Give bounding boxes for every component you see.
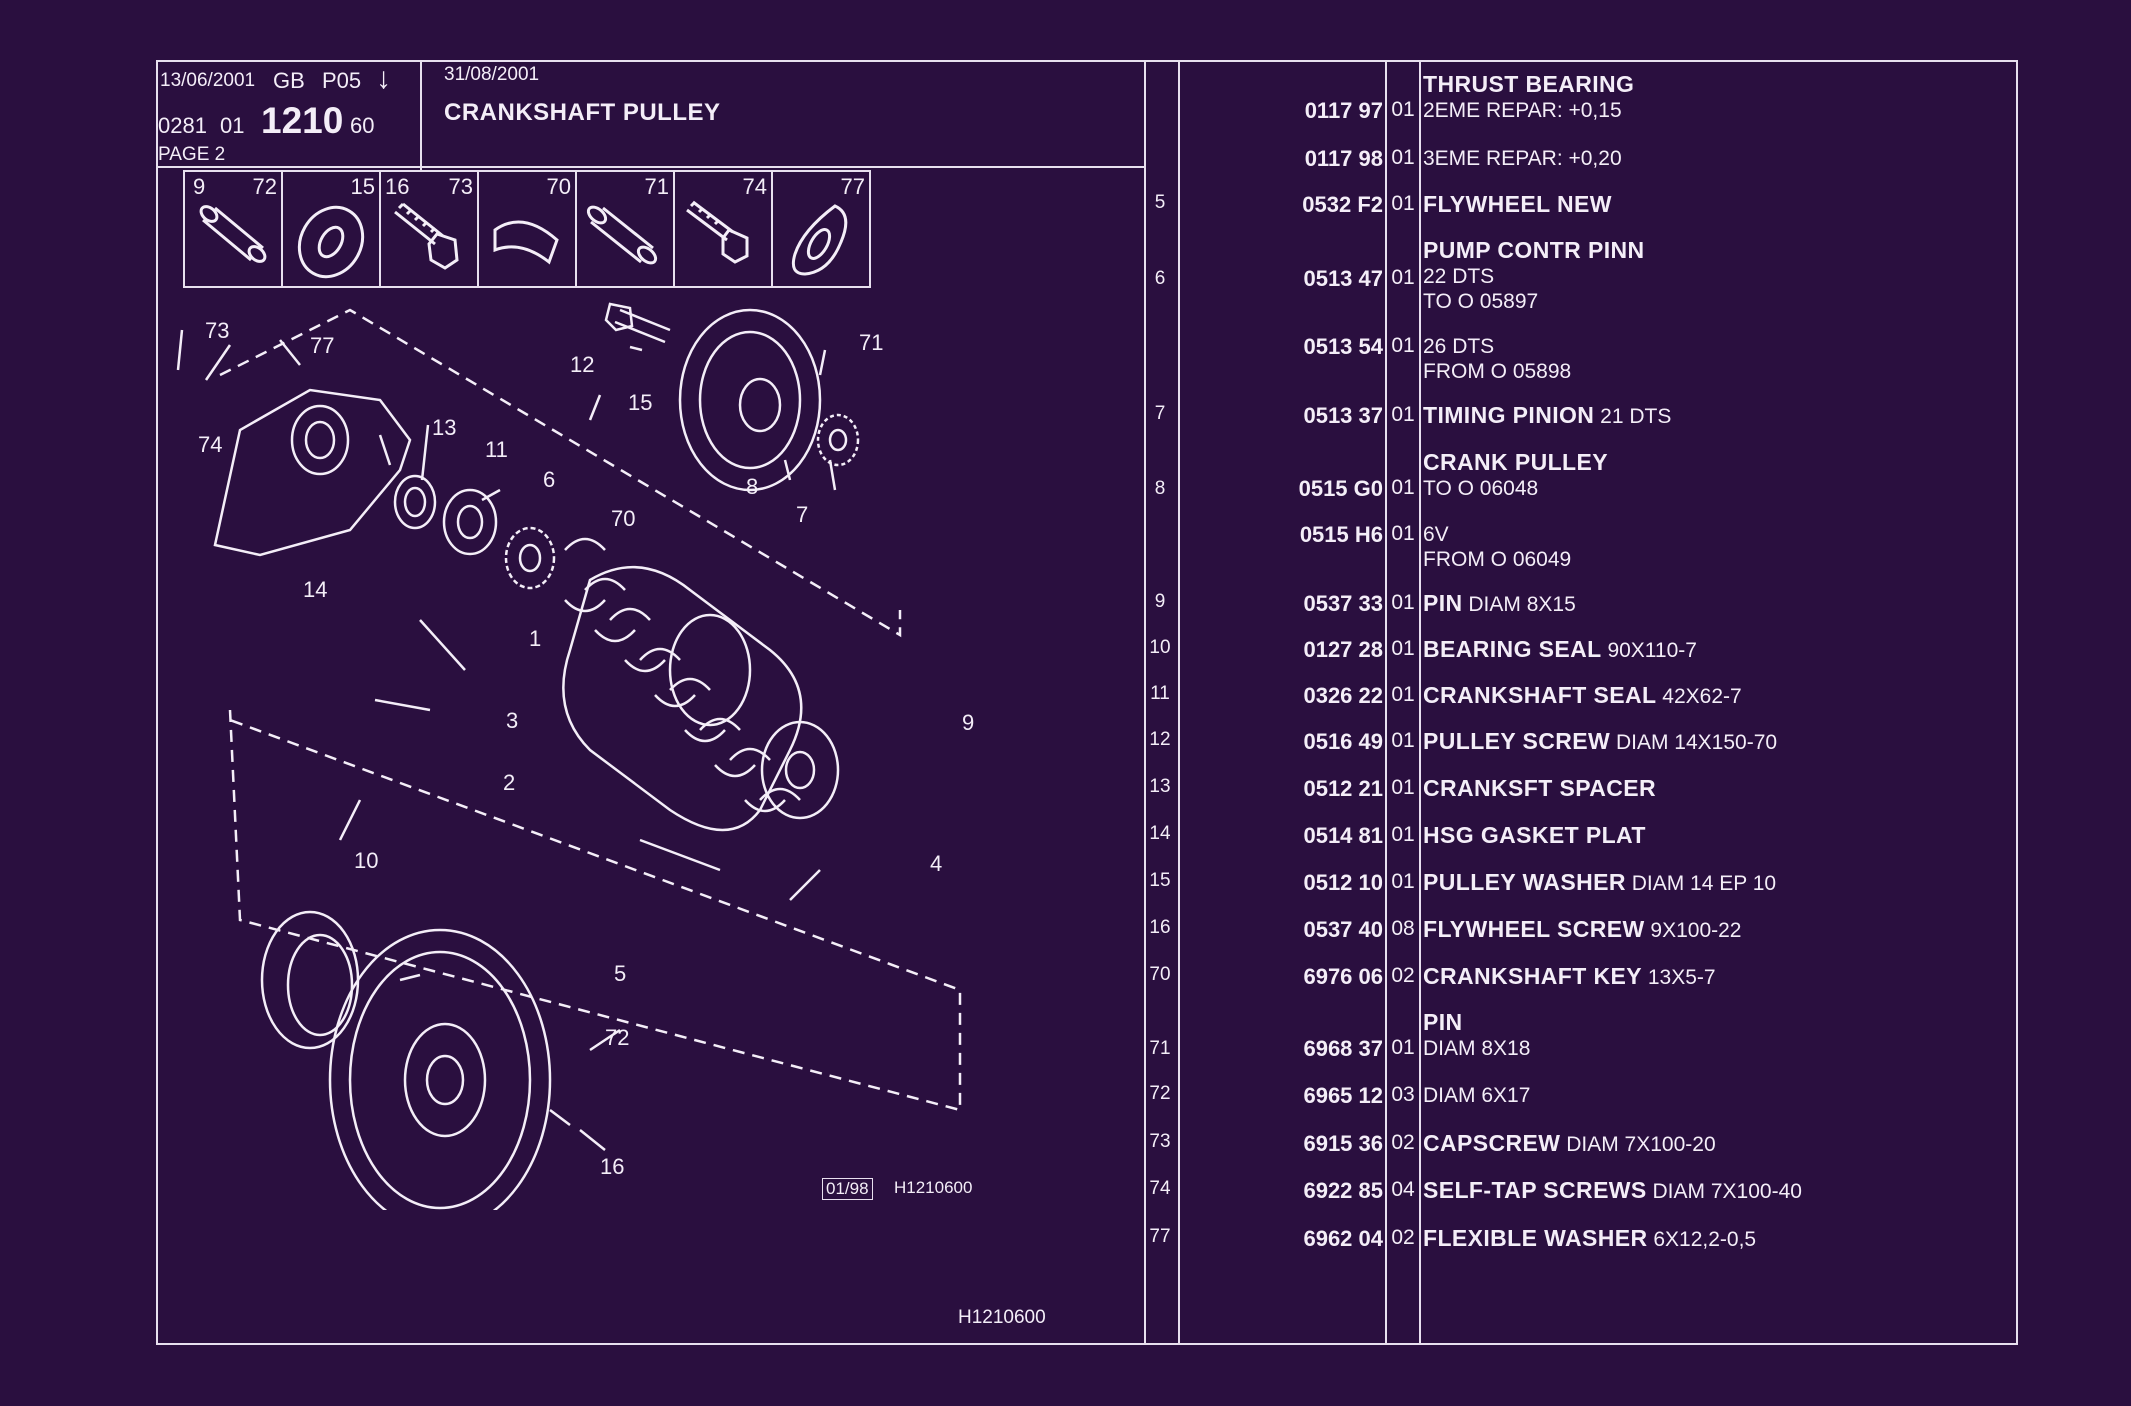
fastener-thumbnails: 9 72 15 16 73 70 71 74 77 xyxy=(183,170,871,288)
arrow-down-icon: ↓ xyxy=(376,62,391,95)
table-row[interactable]: 13 0512 21 01 CRANKSFT SPACER xyxy=(1149,775,1657,802)
thumbnail[interactable]: 77 xyxy=(773,172,869,286)
callout-12: 12 xyxy=(570,352,595,377)
callout-10: 10 xyxy=(354,848,379,873)
ref-b: 01 xyxy=(220,113,245,138)
callout-8: 8 xyxy=(746,474,759,499)
language-code: GB xyxy=(273,68,305,93)
callout-6: 6 xyxy=(543,467,556,492)
table-row[interactable]: 7 0513 37 01 TIMING PINION 21 DTS xyxy=(1154,402,1672,429)
revision-date: 31/08/2001 xyxy=(444,64,540,85)
table-row[interactable]: 16 0537 40 08 FLYWHEEL SCREW 9X100-22 xyxy=(1149,916,1742,943)
table-row[interactable]: 77 6962 04 02 FLEXIBLE WASHER 6X12,2-0,5 xyxy=(1149,1225,1757,1252)
pin-icon xyxy=(586,205,658,265)
gear-6 xyxy=(504,526,556,590)
table-row[interactable]: 5 0532 F2 01 FLYWHEEL NEW xyxy=(1154,191,1612,218)
callout-14: 14 xyxy=(303,577,328,602)
table-row[interactable]: 0117 98 01 3EME REPAR: +0,20 xyxy=(1304,146,1622,171)
column-divider xyxy=(1419,60,1421,1345)
callout-16: 16 xyxy=(600,1154,625,1179)
callout-72: 72 xyxy=(605,1025,630,1050)
catalog-frame xyxy=(156,60,2018,1345)
column-divider xyxy=(1178,60,1180,1345)
callout-9: 9 xyxy=(962,710,975,735)
flywheel-5 xyxy=(328,928,552,1210)
ref-c: 60 xyxy=(350,113,375,138)
crankshaft xyxy=(562,565,803,832)
callout-74: 74 xyxy=(198,432,223,457)
table-row[interactable]: 72 6965 12 03 DIAM 6X17 xyxy=(1149,1083,1531,1108)
page-code: H1210600 xyxy=(958,1307,1046,1328)
callout-11: 11 xyxy=(485,437,508,462)
flexible-washer-icon xyxy=(791,204,848,276)
column-divider xyxy=(1385,60,1387,1345)
table-row[interactable]: 73 6915 36 02 CAPSCREW DIAM 7X100-20 xyxy=(1149,1130,1716,1157)
pulley-8 xyxy=(678,308,822,492)
group-number: 1210 xyxy=(261,100,344,141)
spacer-13 xyxy=(393,474,437,530)
diagram-code: H1210600 xyxy=(894,1178,973,1197)
catalog-code: P05 xyxy=(322,68,362,93)
table-row[interactable]: 70 6976 06 02 CRANKSHAFT KEY 13X5-7 xyxy=(1149,963,1716,990)
seal-10 xyxy=(260,910,360,1050)
table-row[interactable]: 9 0537 33 01 PIN DIAM 8X15 xyxy=(1154,590,1576,617)
thumbnail[interactable]: 74 xyxy=(675,172,773,286)
callout-5: 5 xyxy=(614,961,627,986)
callout-1: 1 xyxy=(529,626,542,651)
seal-11 xyxy=(442,488,498,556)
thumbnail[interactable]: 15 xyxy=(283,172,381,286)
page-title: CRANKSHAFT PULLEY xyxy=(444,99,721,126)
thumbnail[interactable]: 16 73 xyxy=(381,172,479,286)
table-row[interactable]: 12 0516 49 01 PULLEY SCREW DIAM 14X150-7… xyxy=(1149,728,1778,755)
screw-icon xyxy=(686,200,749,264)
thumbnail[interactable]: 9 72 xyxy=(185,172,283,286)
callout-7: 7 xyxy=(796,502,809,527)
housing-plate xyxy=(213,388,412,557)
page-number: PAGE 2 xyxy=(158,144,226,165)
edition-stamp: 01/98 xyxy=(822,1178,873,1200)
table-row[interactable]: 15 0512 10 01 PULLEY WASHER DIAM 14 EP 1… xyxy=(1149,869,1777,896)
key-icon xyxy=(493,220,559,265)
column-divider xyxy=(1144,60,1146,1345)
callout-15: 15 xyxy=(628,390,653,415)
table-row[interactable]: 14 0514 81 01 HSG GASKET PLAT xyxy=(1149,822,1646,849)
callout-73: 73 xyxy=(205,318,230,343)
thumbnail[interactable]: 71 xyxy=(577,172,675,286)
callout-71: 71 xyxy=(859,330,884,355)
print-date: 13/06/2001 xyxy=(160,70,256,91)
screw-icon xyxy=(394,202,459,270)
table-row[interactable]: 11 0326 22 01 CRANKSHAFT SEAL 42X62-7 xyxy=(1150,682,1742,709)
header-rule xyxy=(156,166,1144,168)
pin-icon xyxy=(199,205,267,263)
callout-2: 2 xyxy=(503,770,516,795)
washer-icon xyxy=(297,205,365,279)
header-divider xyxy=(420,60,422,170)
thumbnail[interactable]: 70 xyxy=(479,172,577,286)
callout-77: 77 xyxy=(310,333,335,358)
callout-13: 13 xyxy=(432,415,457,440)
ref-a: 0281 xyxy=(158,113,207,138)
exploded-parts-diagram xyxy=(176,302,962,1210)
table-row[interactable]: 74 6922 85 04 SELF-TAP SCREWS DIAM 7X100… xyxy=(1149,1177,1802,1204)
callout-4: 4 xyxy=(930,851,943,876)
table-row[interactable]: 10 0127 28 01 BEARING SEAL 90X110-7 xyxy=(1149,636,1697,663)
callout-70: 70 xyxy=(611,506,636,531)
callout-3: 3 xyxy=(506,708,519,733)
